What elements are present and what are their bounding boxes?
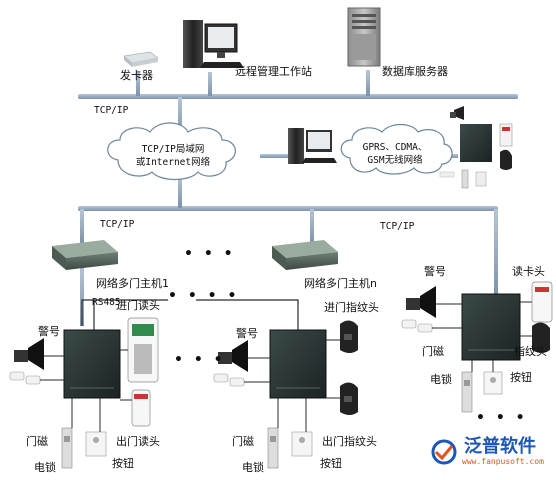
link-lan-to-wireless-pc <box>260 154 292 158</box>
ellipsis-controllers: • • • <box>174 352 226 368</box>
label-exit-reader-left: 出门读头 <box>116 435 160 448</box>
label-button-left: 按钮 <box>112 457 134 470</box>
label-reader-right: 读卡头 <box>512 265 545 278</box>
label-host1: 网络多门主机1 <box>96 277 169 290</box>
label-lock-right: 电锁 <box>430 373 452 386</box>
right-controller-group <box>401 281 553 413</box>
label-alarm-left: 警号 <box>38 325 60 338</box>
card-issuer-device <box>123 51 159 67</box>
label-remote-workstation: 远程管理工作站 <box>235 65 312 78</box>
drop-host1 <box>80 209 84 243</box>
drop-right-controller <box>494 209 498 295</box>
label-button-right: 按钮 <box>510 371 532 384</box>
wireless-controller-cluster <box>439 106 513 189</box>
label-db-server: 数据库服务器 <box>382 65 448 78</box>
middle-network-bus <box>78 206 498 211</box>
label-lock-mid: 电锁 <box>242 461 264 474</box>
label-tcpip-top: TCP/IP <box>94 105 129 116</box>
network-host-n <box>272 240 338 270</box>
label-alarm-right: 警号 <box>424 265 446 278</box>
drop-cloud-to-middle <box>178 174 182 208</box>
label-fp-right: 指纹头 <box>514 345 547 358</box>
lan-cloud-line1: TCP/IP局域网 <box>141 144 205 155</box>
drop-card-issuer <box>136 72 140 96</box>
label-door-contact-right: 门磁 <box>422 345 444 358</box>
ellipsis-rs485: • • • • <box>168 288 240 304</box>
label-button-mid: 按钮 <box>320 457 342 470</box>
lan-cloud <box>107 122 236 181</box>
label-entry-fp-mid: 进门指纹头 <box>324 301 379 314</box>
label-hostn: 网络多门主机n <box>304 277 377 290</box>
rs485-wire-mid <box>196 299 299 330</box>
ellipsis-right-lock: • • • <box>476 410 528 426</box>
label-lock-left: 电锁 <box>34 461 56 474</box>
label-door-contact-left: 门磁 <box>26 435 48 448</box>
label-entry-reader-left: 进门读头 <box>116 299 160 312</box>
middle-controller-group <box>213 320 358 469</box>
brand-logo: 泛普软件 www.fanpusoft.com <box>428 432 556 476</box>
label-door-contact-mid: 门磁 <box>232 435 254 448</box>
rs485-wire-left <box>81 299 95 330</box>
drop-hostn <box>310 209 314 243</box>
label-alarm-mid: 警号 <box>236 327 258 340</box>
drop-db-server <box>366 70 370 96</box>
drop-to-lan-cloud <box>178 97 182 137</box>
workstation-computer <box>183 20 244 68</box>
label-exit-fp-mid: 出门指纹头 <box>322 435 377 448</box>
database-server <box>347 7 381 67</box>
drop-left-rs485 <box>80 264 84 326</box>
wireless-cloud-line1: GPRS、CDMA、 <box>362 142 428 153</box>
label-tcpip-mid-left: TCP/IP <box>100 219 135 230</box>
drop-workstation <box>208 72 212 96</box>
network-host-1 <box>52 240 118 270</box>
brand-url: www.fanpusoft.com <box>462 457 544 466</box>
label-card-issuer: 发卡器 <box>120 69 153 82</box>
ellipsis-hosts: • • • <box>184 246 236 262</box>
top-network-bus <box>78 94 518 99</box>
logo-mark-icon <box>431 439 457 465</box>
brand-name: 泛普软件 <box>464 436 536 457</box>
wireless-cloud <box>340 123 453 175</box>
left-controller-group <box>9 317 159 469</box>
label-rs485: RS485 <box>92 297 121 308</box>
lan-cloud-line2: 或Internet网络 <box>135 157 211 168</box>
label-tcpip-mid-right: TCP/IP <box>380 221 415 232</box>
wireless-cloud-line2: GSM无线网络 <box>367 155 423 166</box>
wireless-network-computer <box>288 128 337 164</box>
